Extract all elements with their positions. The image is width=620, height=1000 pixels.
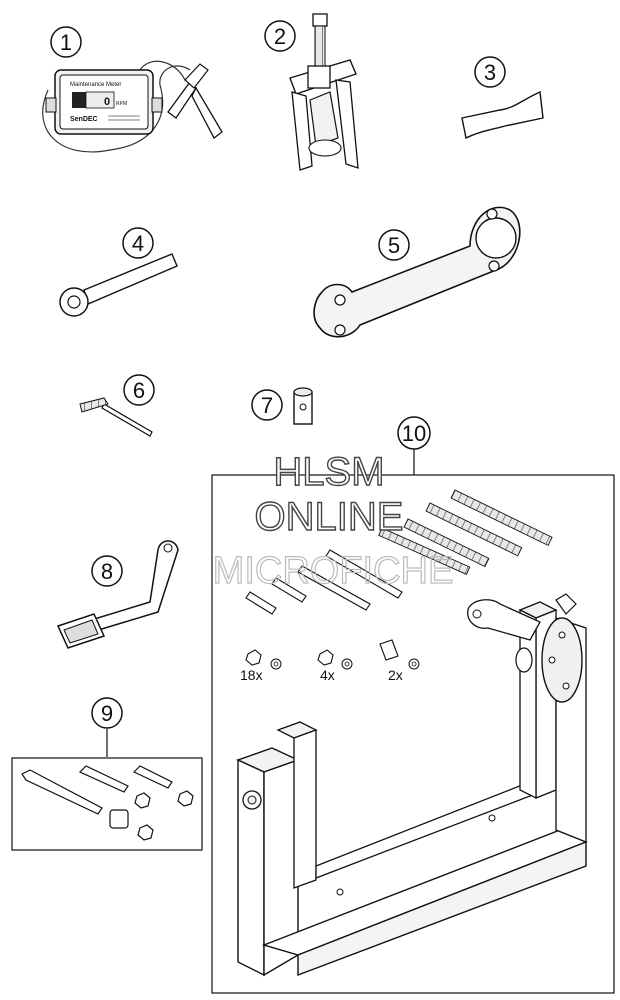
bolt-kit-box — [11, 757, 203, 851]
callout-5-circle — [378, 229, 410, 261]
plate-quantity: 2x — [388, 667, 403, 683]
meter-unit: RPM — [116, 101, 127, 107]
allen-key: 6 — [79, 374, 155, 437]
callout-7: 7 — [261, 393, 273, 418]
engine-stand-box — [211, 474, 615, 994]
callout-7-circle — [251, 389, 283, 421]
callout-4: 4 — [132, 231, 144, 256]
callout-10: 10 — [402, 421, 426, 446]
bolt-kit: 9 — [11, 697, 203, 851]
bracket-tool: 8 — [56, 540, 179, 649]
callout-9-circle — [91, 697, 123, 729]
plate-tool: 3 — [461, 56, 544, 140]
meter-title: Maintenance Meter — [70, 82, 121, 88]
pin-wrench: 5 — [313, 206, 521, 338]
callout-1: 1 — [60, 30, 72, 55]
callout-6: 6 — [133, 378, 145, 403]
callout-3-circle — [474, 56, 506, 88]
sleeve-tool: 7 — [251, 387, 313, 425]
callout-2: 2 — [274, 24, 286, 49]
watermark: HLSM ONLINE MICROFICHE — [212, 449, 454, 592]
maintenance-meter: 1 Maintenance Meter 0 RPM SenDEC — [42, 26, 223, 153]
washer-quantity: 4x — [320, 667, 335, 683]
hook-wrench: 4 — [59, 227, 178, 317]
watermark-line2: ONLINE — [255, 495, 404, 539]
watermark-line1: HLSM — [273, 450, 384, 494]
engine-stand: 18x 4x 2x — [211, 474, 615, 994]
callout-3: 3 — [484, 60, 496, 85]
callout-1-circle — [50, 26, 82, 58]
callout-6-circle — [123, 374, 155, 406]
callout-8-circle — [91, 555, 123, 587]
watermark-line3: MICROFICHE — [213, 550, 454, 592]
callout-2-circle — [264, 20, 296, 52]
callout-5: 5 — [388, 233, 400, 258]
callout-8: 8 — [101, 559, 113, 584]
meter-reading: 0 — [104, 96, 110, 108]
callout-4-circle — [122, 227, 154, 259]
nut-quantity: 18x — [240, 667, 263, 683]
meter-brand: SenDEC — [70, 116, 98, 123]
callout-9: 9 — [101, 701, 113, 726]
puller-tool: 2 — [264, 13, 359, 171]
